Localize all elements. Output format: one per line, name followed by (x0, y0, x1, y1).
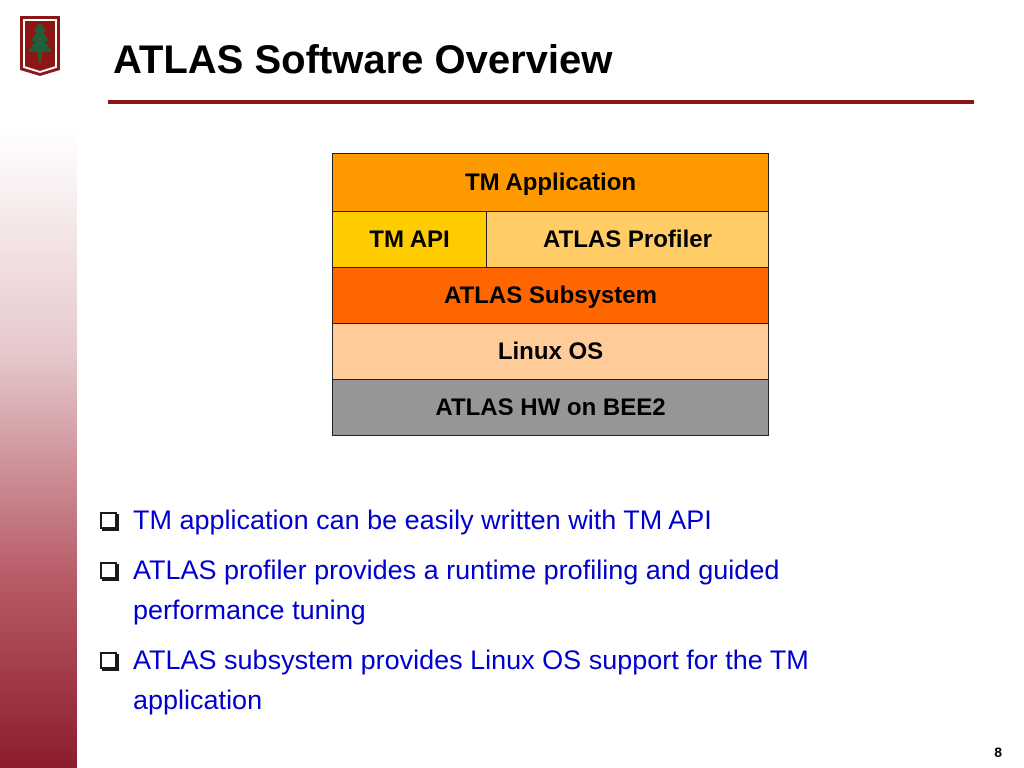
title-underline (108, 100, 974, 104)
checkbox-bullet-icon (100, 562, 117, 579)
bullet-item: ATLAS profiler provides a runtime profil… (97, 550, 927, 630)
bullet-item: TM application can be easily written wit… (97, 500, 927, 540)
page-number: 8 (994, 744, 1002, 760)
bullet-item: ATLAS subsystem provides Linux OS suppor… (97, 640, 927, 720)
layer-tm-api: TM API (333, 212, 487, 267)
checkbox-bullet-icon (100, 652, 117, 669)
bullet-text: TM application can be easily written wit… (133, 505, 712, 535)
checkbox-bullet-icon (100, 512, 117, 529)
side-gradient-bar (0, 128, 77, 768)
bullet-text: ATLAS profiler provides a runtime profil… (133, 555, 780, 625)
slide-title: ATLAS Software Overview (113, 38, 613, 82)
layer-tm-application: TM Application (333, 154, 768, 211)
layer-label: ATLAS HW on BEE2 (435, 393, 666, 421)
bullet-list: TM application can be easily written wit… (97, 500, 927, 730)
layer-label: ATLAS Subsystem (444, 281, 657, 309)
layer-atlas-hw: ATLAS HW on BEE2 (333, 379, 768, 435)
layer-label: Linux OS (497, 337, 604, 365)
stanford-logo-icon (20, 16, 60, 76)
layer-label: TM Application (464, 168, 637, 196)
layer-api-profiler-row: TM API ATLAS Profiler (333, 211, 768, 267)
software-stack-diagram: TM Application TM API ATLAS Profiler ATL… (332, 153, 769, 436)
layer-atlas-profiler: ATLAS Profiler (487, 212, 768, 267)
layer-linux-os: Linux OS (333, 323, 768, 379)
layer-atlas-subsystem: ATLAS Subsystem (333, 267, 768, 323)
bullet-text: ATLAS subsystem provides Linux OS suppor… (133, 645, 809, 715)
layer-label: ATLAS Profiler (543, 225, 712, 253)
layer-label: TM API (369, 225, 450, 253)
